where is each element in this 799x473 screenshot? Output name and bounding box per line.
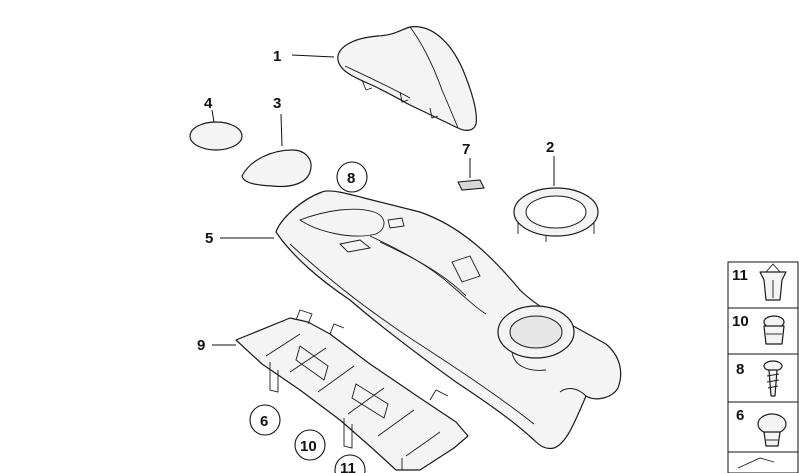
part-9-carrier-bracket[interactable]: [235, 309, 469, 471]
callout-1: 1: [273, 48, 281, 65]
part-5-center-console[interactable]: [275, 190, 622, 450]
callout-6-circle: 6: [249, 404, 281, 436]
part-4-disc[interactable]: [189, 121, 243, 151]
leader-3: [280, 113, 283, 147]
part-1-armrest-cover[interactable]: [337, 26, 477, 131]
callout-7: 7: [462, 141, 470, 158]
callout-5: 5: [205, 230, 213, 247]
legend-item-11[interactable]: 11: [727, 261, 799, 309]
legend-item-10[interactable]: 10: [727, 307, 799, 355]
callout-8: 8: [347, 170, 355, 187]
legend-item-partial: [727, 451, 799, 473]
screw-icon: [763, 360, 783, 397]
callout-11: 11: [340, 460, 356, 473]
legend-item-8[interactable]: 8: [727, 353, 799, 403]
part-3-cover-pad[interactable]: [241, 149, 312, 188]
legend-label-6: 6: [736, 407, 744, 424]
part-2-ring-bezel[interactable]: [513, 187, 599, 242]
legend-label-11: 11: [732, 267, 748, 284]
callout-10: 10: [300, 438, 317, 455]
callout-3: 3: [273, 95, 281, 112]
callout-11-circle: 11: [334, 454, 366, 473]
arrow-icon: [737, 457, 775, 469]
plug-clip-icon: [763, 315, 785, 345]
legend-label-10: 10: [732, 313, 749, 330]
leader-1: [291, 54, 335, 58]
callout-6: 6: [260, 413, 268, 430]
callout-2: 2: [546, 139, 554, 156]
part-7-clip[interactable]: [457, 179, 485, 191]
push-rivet-icon: [757, 413, 787, 447]
callout-10-circle: 10: [294, 429, 326, 461]
legend-column: 11 10 8: [727, 261, 799, 473]
legend-item-6[interactable]: 6: [727, 401, 799, 453]
callout-9: 9: [197, 337, 205, 354]
callout-4: 4: [204, 95, 213, 112]
callout-8-circle: 8: [336, 161, 368, 193]
expanding-nut-icon: [759, 263, 787, 301]
legend-label-8: 8: [736, 361, 744, 378]
leader-4: [211, 109, 215, 123]
